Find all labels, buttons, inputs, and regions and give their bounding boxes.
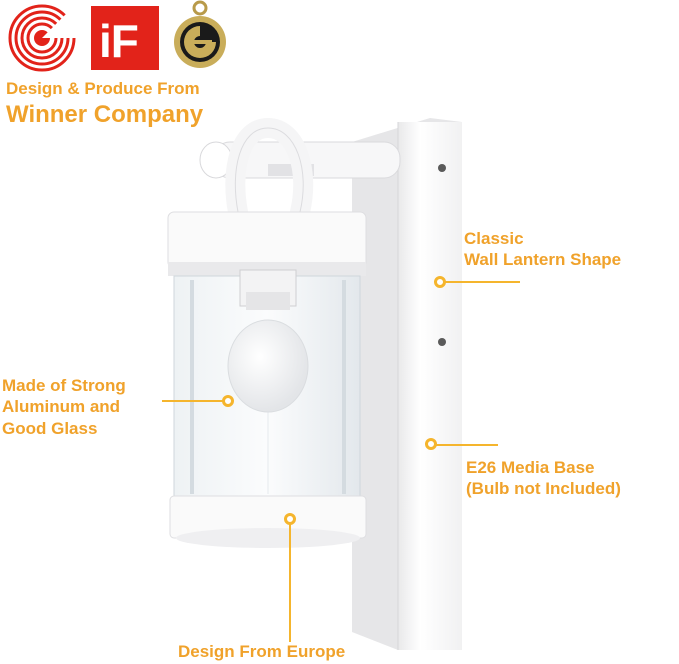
callout-base-marker [425,438,437,450]
if-award-label: iF [99,15,139,67]
callout-material-line3: Good Glass [2,418,98,438]
lantern-bulb [227,269,309,413]
callout-material-text: Made of Strong Aluminum and Good Glass [2,375,202,439]
award-heading-line1: Design & Produce From [6,79,200,98]
lantern-bottom-ring [169,495,367,548]
german-design-award-badge [172,0,228,72]
callout-origin-marker [284,513,296,525]
callout-shape-line1: Classic [464,229,524,248]
callout-base-line2: (Bulb not Included) [466,479,621,499]
callout-base-line1: E26 Media Base [466,458,595,477]
callout-material-line2: Aluminum and [2,397,121,417]
award-heading: Design & Produce From Winner Company [6,79,266,128]
callout-shape-line2: Wall Lantern Shape [464,250,622,270]
callout-origin-leader [289,522,291,642]
callout-base-leader [434,444,498,446]
lantern-hook [225,117,314,222]
german-design-award-medal-icon [174,0,226,68]
callout-origin-text: Design From Europe [178,641,418,662]
callout-shape-marker [434,276,446,288]
award-heading-line2: Winner Company [6,100,204,128]
lantern-top-cap [167,211,367,276]
red-dot-award-badge [8,4,76,72]
callout-base-text: E26 Media Base (Bulb not Included) [466,457,679,500]
if-award-badge: iF [91,6,159,70]
callout-origin-line1: Design From Europe [178,642,346,661]
red-dot-award-icon [8,4,76,72]
callout-material-line1: Made of Strong [2,376,126,395]
callout-shape-leader [440,281,520,283]
callout-material-marker [222,395,234,407]
callout-material-leader [162,400,228,402]
wall-mount-plate [352,118,462,650]
callout-shape-text: Classic Wall Lantern Shape [464,228,679,271]
